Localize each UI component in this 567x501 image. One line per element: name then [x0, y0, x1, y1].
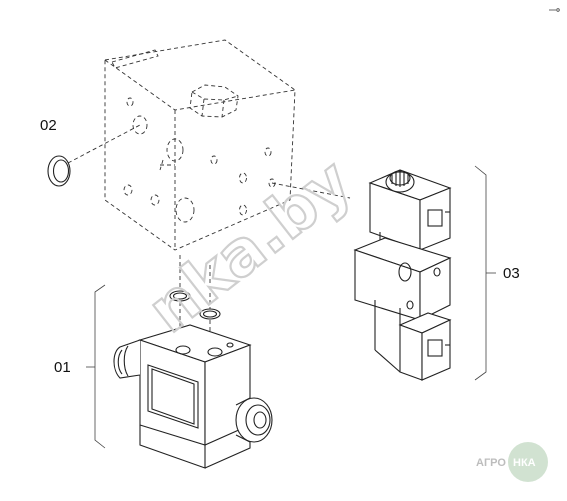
manifold-block — [104, 39, 296, 251]
bracket-01 — [86, 284, 106, 449]
bracket-03 — [474, 165, 496, 381]
brand-badge: АГРО НКА — [476, 442, 548, 482]
solenoid-valve-03 — [271, 169, 452, 381]
brand-badge-circle — [508, 442, 548, 482]
label-02: 02 — [40, 117, 57, 134]
valve-body-01 — [113, 324, 273, 469]
brand-right: НКА — [513, 457, 536, 469]
corner-mark — [549, 8, 560, 12]
label-01: 01 — [54, 359, 71, 376]
seal-ring-02 — [47, 124, 141, 187]
brand-left: АГРО — [476, 457, 506, 469]
label-03: 03 — [503, 265, 520, 282]
